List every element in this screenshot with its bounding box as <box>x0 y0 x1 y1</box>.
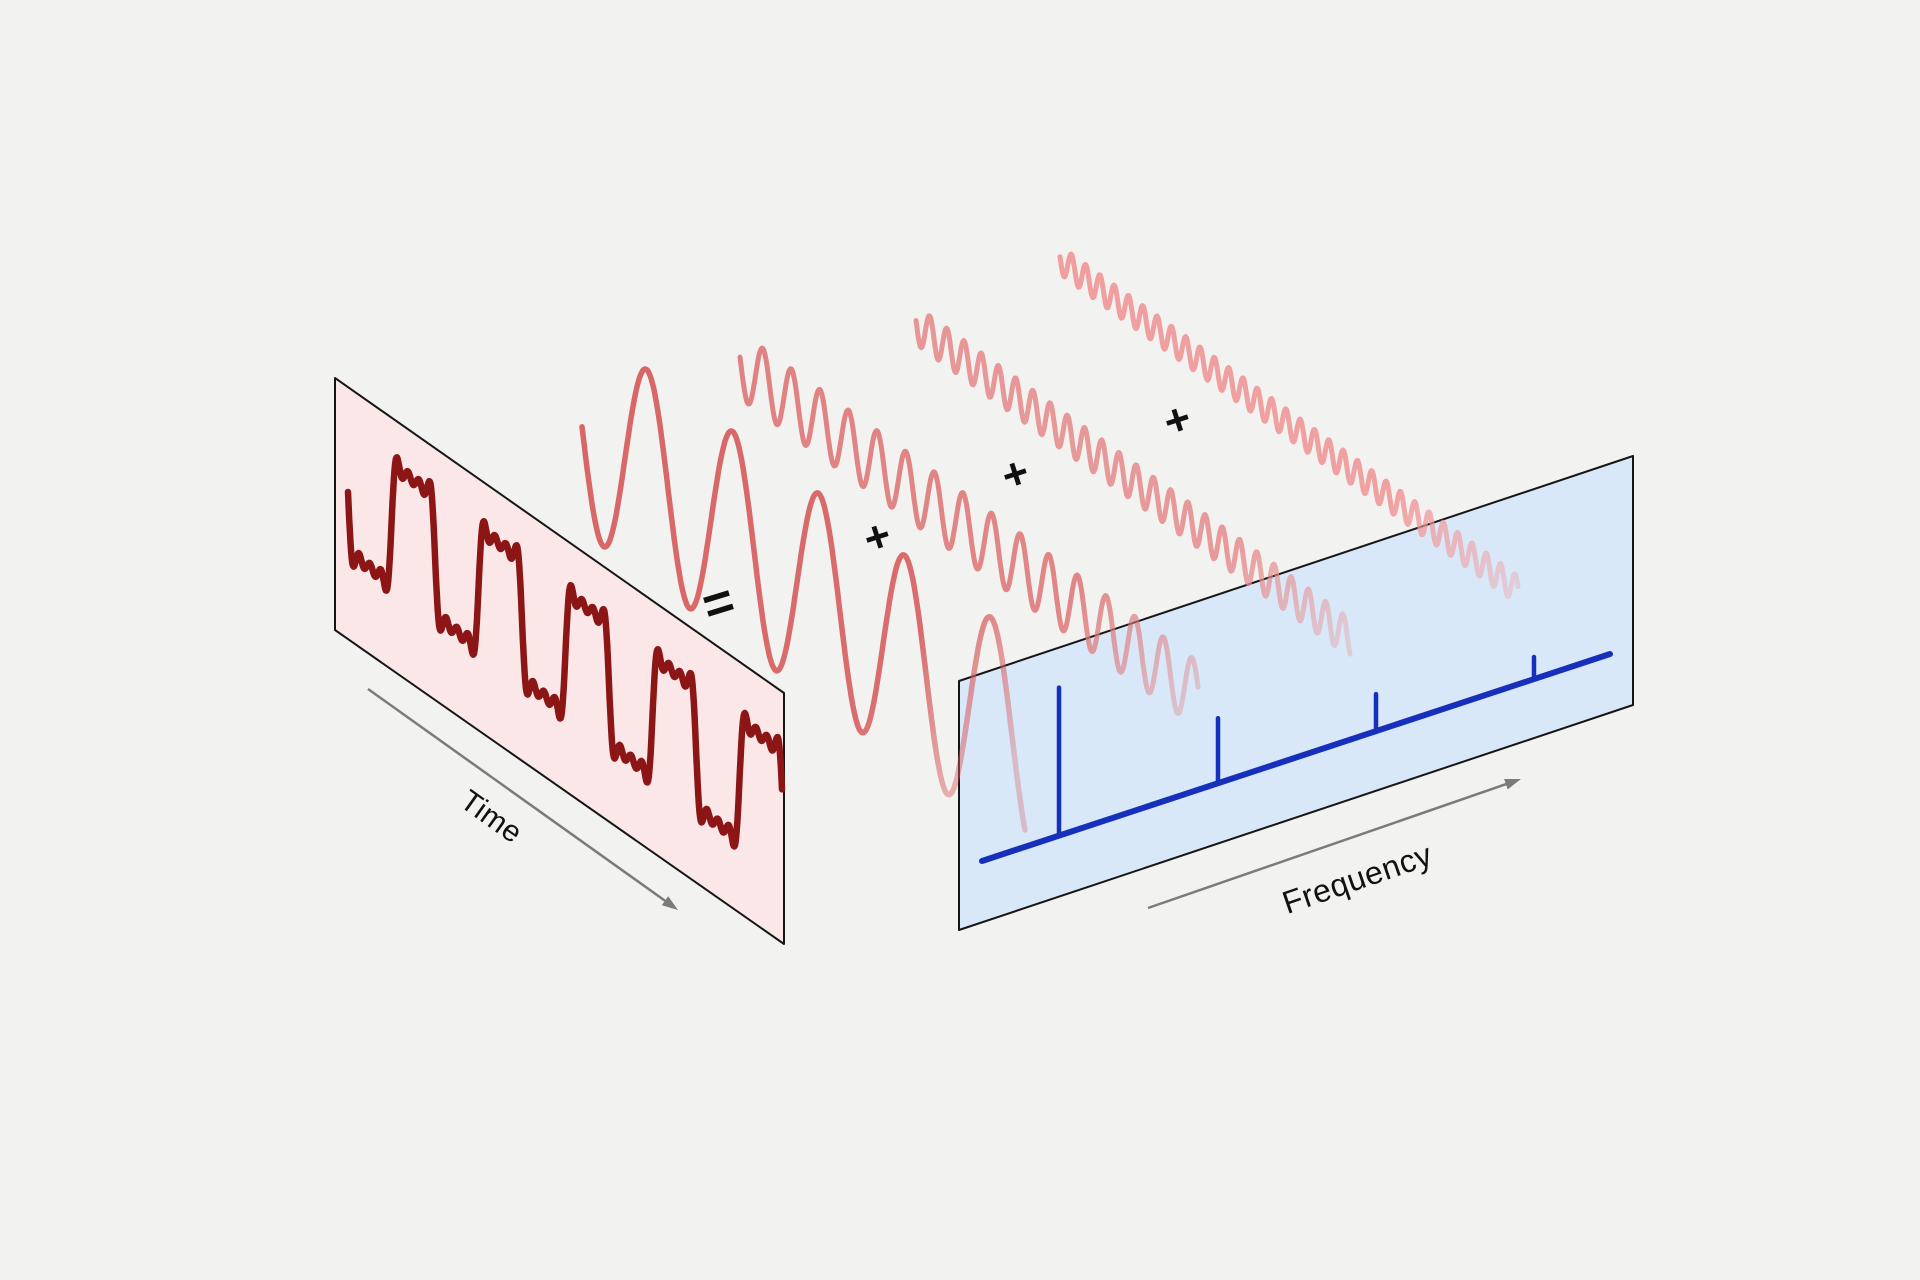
frequency-axis-arrow <box>1147 779 1521 910</box>
frequency-axis-arrow-line <box>1147 780 1514 910</box>
sine-component-harmonic-7 <box>1057 251 1521 600</box>
sine-component-harmonic-5 <box>913 313 1353 657</box>
time-domain-square-wave <box>344 454 786 850</box>
time-axis-arrow <box>367 687 678 910</box>
time-axis-arrow-line <box>367 687 673 907</box>
frequency-axis-arrow-head-icon <box>1504 779 1521 790</box>
sine-component-harmonic-3 <box>737 345 1201 716</box>
time-domain-panel <box>334 377 785 945</box>
spectrum-baseline <box>979 651 1613 864</box>
sine-component-harmonic-1 <box>579 366 1028 833</box>
time-axis-arrow-head-icon <box>661 896 678 910</box>
diagram-layers <box>334 251 1634 945</box>
